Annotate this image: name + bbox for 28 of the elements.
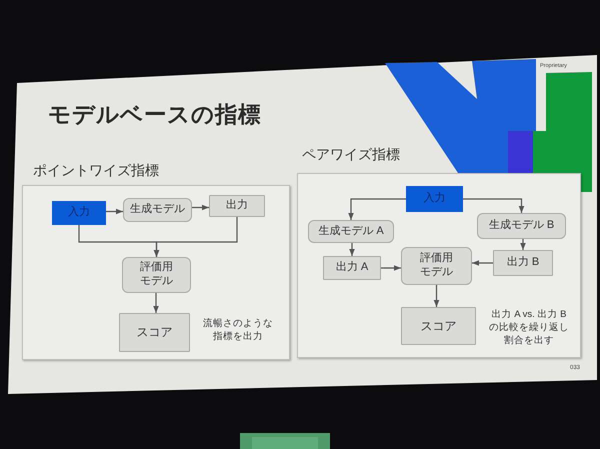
arrow <box>434 285 440 307</box>
note-text: 出力 A vs. 出力 B の比較を繰り返し割合を出す <box>488 309 570 348</box>
output-box: 出力 B <box>493 250 553 276</box>
arrow <box>106 208 123 214</box>
input-box: 入力 <box>406 186 463 212</box>
slide-title: モデルベースの指標 <box>48 101 261 129</box>
input-box: 入力 <box>52 201 106 225</box>
arrow <box>153 293 159 313</box>
model-box: 生成モデル B <box>477 213 566 239</box>
panel-heading: ペアワイズ指標 <box>302 146 400 164</box>
model-box: 評価用モデル <box>122 257 191 293</box>
score-box: スコア <box>119 313 190 352</box>
arrow <box>154 217 238 257</box>
arrow <box>520 239 526 250</box>
panel-heading: ポイントワイズ指標 <box>33 162 159 180</box>
arrow <box>349 243 355 256</box>
arrow <box>381 265 401 271</box>
model-box: 生成モデル <box>123 198 192 222</box>
model-box: 評価用モデル <box>401 247 472 285</box>
arrow <box>348 198 406 220</box>
score-box: スコア <box>401 307 476 345</box>
arrow <box>472 260 493 266</box>
model-box: 生成モデル A <box>308 220 394 243</box>
note-text: 流暢さのような指標を出力 <box>202 318 274 344</box>
output-box: 出力 A <box>323 256 381 280</box>
arrow <box>192 204 209 210</box>
arrow <box>463 198 524 213</box>
output-box: 出力 <box>209 195 265 217</box>
